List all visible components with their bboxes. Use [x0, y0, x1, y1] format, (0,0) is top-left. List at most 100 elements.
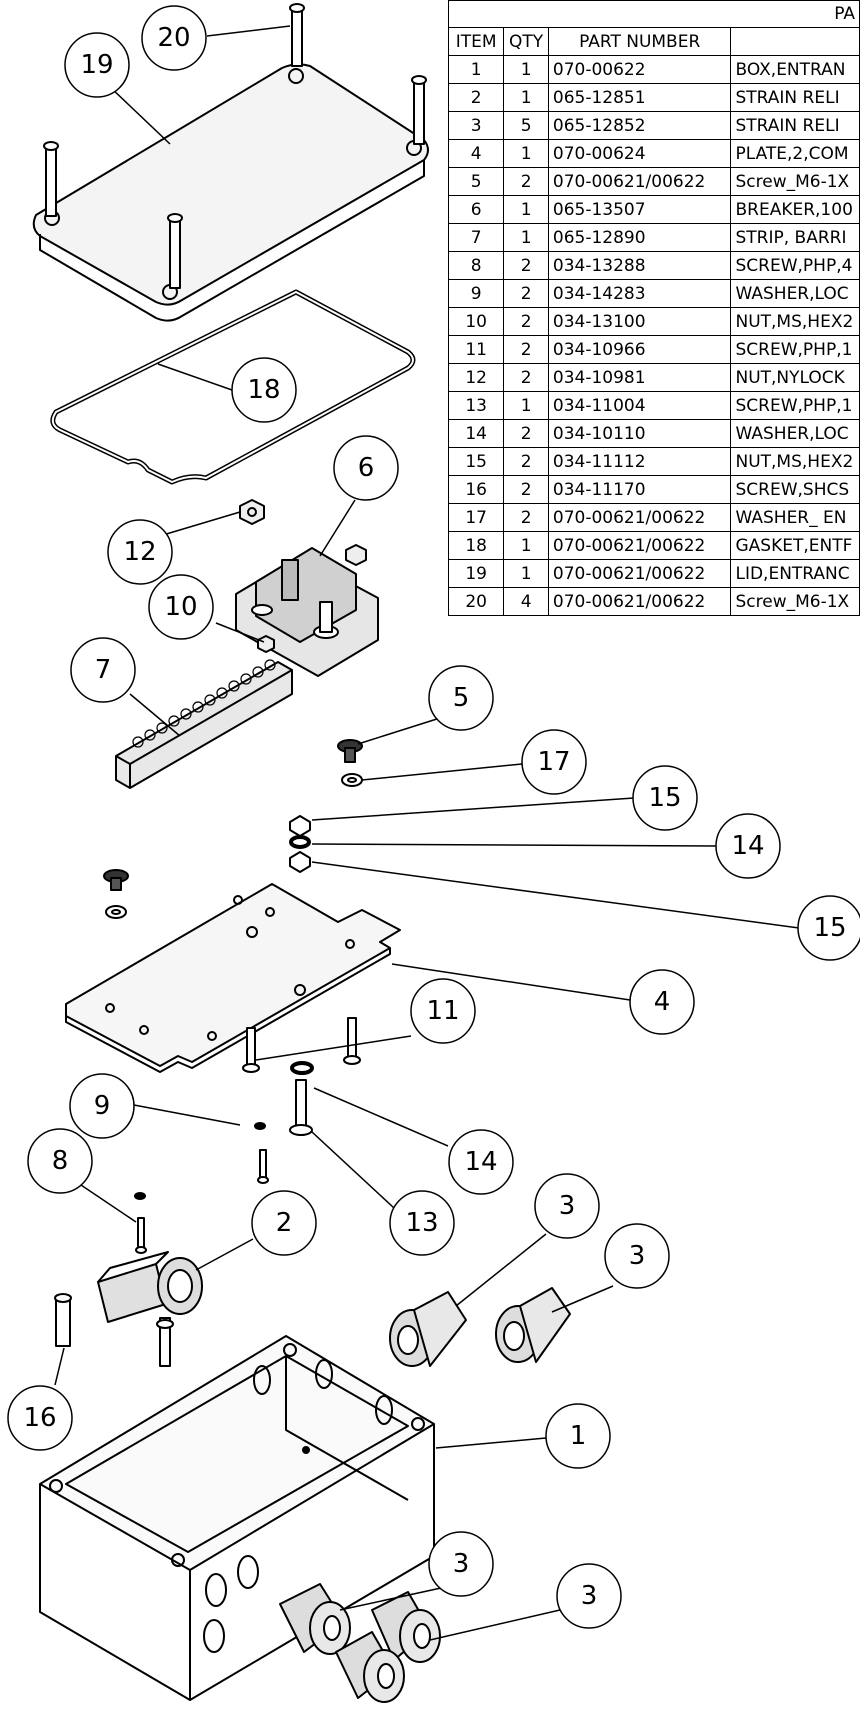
cell-qty: 1 [503, 139, 549, 168]
cell-part-number: 065-12852 [547, 111, 732, 140]
balloon-8: 8 [27, 1128, 93, 1194]
svg-text:17: 17 [537, 747, 570, 777]
cell-qty: 5 [503, 111, 549, 140]
cell-description: NUT,MS,HEX2 [730, 307, 860, 336]
header-qty: QTY [503, 27, 549, 56]
cell-item: 3 [447, 111, 505, 140]
cell-part-number: 034-13288 [547, 251, 732, 280]
cell-description: NUT,NYLOCK [730, 363, 860, 392]
svg-text:3: 3 [559, 1191, 576, 1221]
cell-part-number: 034-11112 [547, 447, 732, 476]
cell-item: 6 [447, 195, 505, 224]
cell-part-number: 070-00621/00622 [547, 587, 732, 616]
cell-item: 17 [447, 503, 505, 532]
cell-description: STRAIN RELI [730, 83, 860, 112]
nut-part [239, 499, 367, 566]
svg-text:3: 3 [629, 1241, 646, 1271]
balloon-11: 11 [410, 978, 476, 1044]
cell-part-number: 065-13507 [547, 195, 732, 224]
cell-qty: 1 [503, 195, 549, 224]
cell-item: 11 [447, 335, 505, 364]
svg-text:14: 14 [464, 1147, 497, 1177]
cell-qty: 2 [503, 167, 549, 196]
cell-item: 10 [447, 307, 505, 336]
strain-relief-upper [389, 1287, 571, 1367]
cell-part-number: 034-10110 [547, 419, 732, 448]
cell-item: 5 [447, 167, 505, 196]
header-description [730, 27, 860, 56]
svg-text:5: 5 [453, 683, 470, 713]
svg-text:20: 20 [157, 23, 190, 53]
svg-text:12: 12 [123, 537, 156, 567]
cell-item: 19 [447, 559, 505, 588]
cell-qty: 1 [503, 559, 549, 588]
strain-relief-elbow [97, 1251, 203, 1367]
cell-item: 16 [447, 475, 505, 504]
balloon-10: 10 [148, 574, 214, 640]
cell-qty: 2 [503, 503, 549, 532]
balloon-7: 7 [70, 637, 136, 703]
balloon-3: 3 [428, 1531, 494, 1597]
cell-part-number: 065-12851 [547, 83, 732, 112]
cell-description: SCREW,PHP,1 [730, 391, 860, 420]
cell-item: 12 [447, 363, 505, 392]
balloon-3: 3 [534, 1173, 600, 1239]
cell-description: WASHER,LOC [730, 419, 860, 448]
cell-description: STRAIN RELI [730, 111, 860, 140]
svg-text:13: 13 [405, 1208, 438, 1238]
svg-text:3: 3 [581, 1581, 598, 1611]
lid-part [32, 3, 429, 322]
barrier-strip-part [115, 659, 293, 789]
cell-qty: 2 [503, 251, 549, 280]
cell-description: BOX,ENTRAN [730, 55, 860, 84]
header-item: ITEM [447, 27, 505, 56]
cell-part-number: 070-00621/00622 [547, 559, 732, 588]
cell-part-number: 034-13100 [547, 307, 732, 336]
balloon-4: 4 [629, 969, 695, 1035]
cell-part-number: 034-10981 [547, 363, 732, 392]
cell-qty: 2 [503, 419, 549, 448]
cell-qty: 1 [503, 531, 549, 560]
svg-text:10: 10 [164, 592, 197, 622]
balloon-15: 15 [797, 895, 860, 961]
cell-description: WASHER,LOC [730, 279, 860, 308]
cell-description: WASHER_ EN [730, 503, 860, 532]
screw-part [54, 1293, 72, 1347]
balloon-callouts: 20 19 18 6 12 10 7 5 17 15 14 15 4 11 9 … [7, 5, 860, 1629]
svg-text:2: 2 [276, 1208, 293, 1238]
gasket-part [50, 289, 416, 485]
cell-qty: 1 [503, 83, 549, 112]
cell-item: 4 [447, 139, 505, 168]
balloon-12: 12 [107, 519, 173, 585]
svg-text:7: 7 [95, 655, 112, 685]
cell-description: LID,ENTRANC [730, 559, 860, 588]
cell-qty: 1 [503, 223, 549, 252]
leader-lines [54, 25, 800, 1641]
cell-part-number: 034-11004 [547, 391, 732, 420]
cell-description: SCREW,SHCS [730, 475, 860, 504]
balloon-5: 5 [428, 665, 494, 731]
cell-part-number: 034-14283 [547, 279, 732, 308]
cell-description: GASKET,ENTF [730, 531, 860, 560]
cell-item: 20 [447, 587, 505, 616]
balloon-20: 20 [141, 5, 207, 71]
cell-description: PLATE,2,COM [730, 139, 860, 168]
cell-qty: 1 [503, 55, 549, 84]
cell-qty: 2 [503, 475, 549, 504]
balloon-3: 3 [556, 1563, 622, 1629]
balloon-9: 9 [69, 1073, 135, 1139]
